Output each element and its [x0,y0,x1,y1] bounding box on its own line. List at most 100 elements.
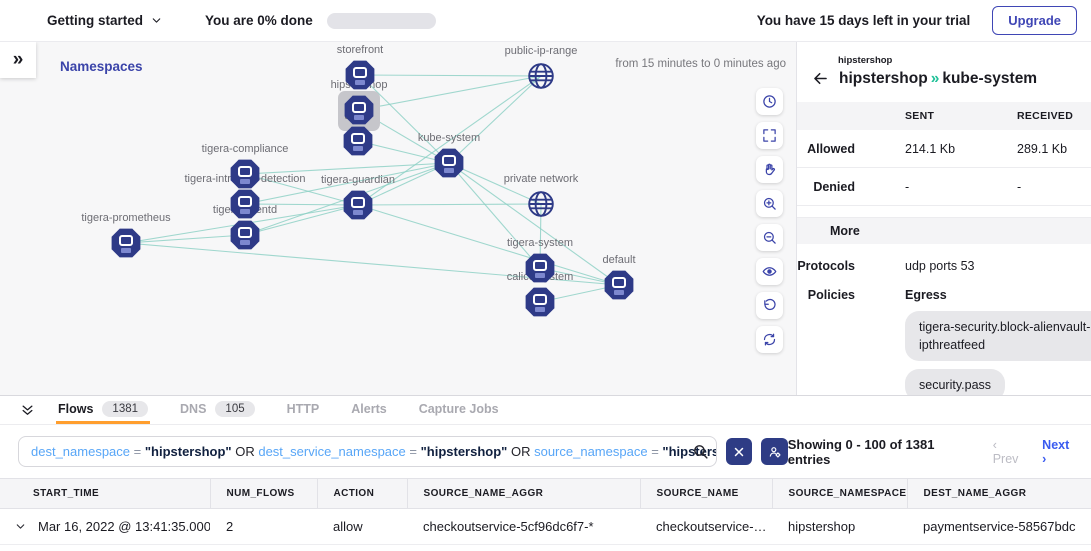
graph-tool-eye-button[interactable] [756,258,783,285]
collapse-panel-button[interactable] [12,396,42,424]
query-val: "hipstershop" [144,444,232,459]
zoom-in-icon [762,196,777,211]
flow-filter-input[interactable]: dest_namespace = "hipstershop" OR dest_s… [18,436,717,467]
filter-query-text: dest_namespace = "hipstershop" OR dest_s… [19,437,716,466]
expand-row-button[interactable] [14,520,27,533]
graph-node-label-tigera-compliance: tigera-compliance [201,143,289,155]
edge-source-name: hipstershop [839,69,928,87]
getting-started-menu[interactable]: Getting started [47,13,163,28]
graph-tool-expand-button[interactable] [756,122,783,149]
protocols-row: Protocols udp ports 53 [797,259,1091,273]
edge-direction-separator: » [930,69,940,87]
graph-tool-refresh-button[interactable] [756,326,783,353]
graph-node-public-ip-range[interactable] [526,61,556,91]
column-header-start_time[interactable]: START_TIME [0,478,210,509]
graph-tool-zoom-out-button[interactable] [756,224,783,251]
graph-toolbar [756,88,783,353]
column-header-source_name_aggr[interactable]: SOURCE_NAME_AGGR [406,478,640,509]
undo-icon [762,298,777,313]
graph-edge-tigera-compliance-tigera-guardian [244,173,359,206]
graph-node-tigera-fluentd[interactable] [230,220,260,250]
query-key: dest_service_namespace [258,444,406,459]
tab-label: Alerts [351,401,387,416]
graph-edge-kube-system-private-network [448,162,542,205]
tab-label: Capture Jobs [418,401,499,416]
column-header-source_namespace[interactable]: SOURCE_NAMESPACE [771,478,907,509]
graph-node-label-kube-system: kube-system [417,132,481,144]
received-value: 289.1 Kb [1017,141,1068,156]
chevron-down-icon [150,14,163,27]
graph-edge-kube-system-public-ip-range [448,75,542,164]
tab-alerts[interactable]: Alerts [349,396,388,424]
clock-icon [762,94,777,109]
zoom-out-icon [762,230,777,245]
tab-flows[interactable]: Flows 1381 [56,396,151,424]
graph-node-label-public-ip-range: public-ip-range [504,45,578,57]
back-button[interactable] [811,69,830,88]
eye-icon [762,264,777,279]
details-panel: hipstershop hipstershop»kube-system SENT… [797,42,1091,395]
column-header-source_name[interactable]: SOURCE_NAME [639,478,772,509]
tab-label: HTTP [286,401,320,416]
cell-source_name_aggr: checkoutservice-5cf96dc6f7-* [407,508,640,545]
prev-page-link[interactable]: ‹ Prev [992,437,1019,466]
graph-node-tigera-intrusion-detection[interactable] [230,189,260,219]
query-key: source_namespace [534,444,648,459]
graph-edge-kube-system-tigera-system [448,162,541,269]
graph-node-default[interactable] [604,270,634,300]
graph-tool-hand-button[interactable] [756,156,783,183]
graph-tool-zoom-in-button[interactable] [756,190,783,217]
graph-node-kube-system[interactable] [434,148,464,178]
column-header-num_flows[interactable]: NUM_FLOWS [209,478,317,509]
expand-icon [762,128,777,143]
tab-label: Flows [58,401,94,416]
graph-node-tigera-system[interactable] [525,253,555,283]
tab-count-badge: 1381 [102,400,149,417]
graph-edge-storefront-public-ip-range [359,74,542,77]
column-header-dest_name_aggr[interactable]: DEST_NAME_AGGR [906,478,1091,509]
graph-edge-tigera-prometheus-tigera-fluentd [125,234,246,244]
graph-node-label-storefront: storefront [336,44,384,56]
graph-node-hipstershop[interactable] [344,95,374,125]
stats-row-allowed: Allowed 214.1 Kb 289.1 Kb [797,130,1091,168]
graph-tool-undo-button[interactable] [756,292,783,319]
user-settings-button[interactable] [761,438,788,465]
graph-node-calico-system[interactable] [525,287,555,317]
stats-row-label: Allowed [807,141,855,156]
expand-sidebar-button[interactable]: » [0,42,36,78]
graph-node-label-tigera-system: tigera-system [506,237,574,249]
policy-pill[interactable]: security.pass [905,369,1006,395]
graph-node-tigera-prometheus[interactable] [111,228,141,258]
tab-http[interactable]: HTTP [285,396,322,424]
double-chevron-down-icon [20,403,35,418]
sent-value: - [905,179,910,194]
graph-node-acme[interactable] [343,126,373,156]
graph-node-label-tigera-prometheus: tigera-prometheus [81,212,171,224]
graph-node-tigera-guardian[interactable] [343,190,373,220]
graph-edge-tigera-guardian-public-ip-range [357,75,542,206]
next-page-link[interactable]: Next › [1042,437,1070,466]
cell-source_name: checkoutservice-… [640,508,772,545]
query-op: = [651,444,659,459]
graph-node-tigera-compliance[interactable] [230,159,260,189]
policy-pill[interactable]: tigera-security.block-alienvault-ipthrea… [905,311,1091,362]
graph-edge-tigera-intrusion-detection-kube-system [244,162,450,205]
tab-capture-jobs[interactable]: Capture Jobs [417,396,501,424]
graph-node-storefront[interactable] [345,60,375,90]
progress-bar [326,12,436,29]
upgrade-button[interactable]: Upgrade [992,6,1077,35]
graph-tool-clock-button[interactable] [756,88,783,115]
received-column-header: RECEIVED [1017,110,1074,122]
query-bool: OR [235,444,255,459]
graph-node-private-network[interactable] [526,189,556,219]
cell-action: allow [317,508,407,545]
clear-filter-button[interactable] [726,438,753,465]
graph-title: Namespaces [60,59,143,74]
column-header-action[interactable]: ACTION [316,478,407,509]
graph-edge-tigera-intrusion-detection-tigera-guardian [244,203,359,206]
sent-value: 214.1 Kb [905,141,956,156]
